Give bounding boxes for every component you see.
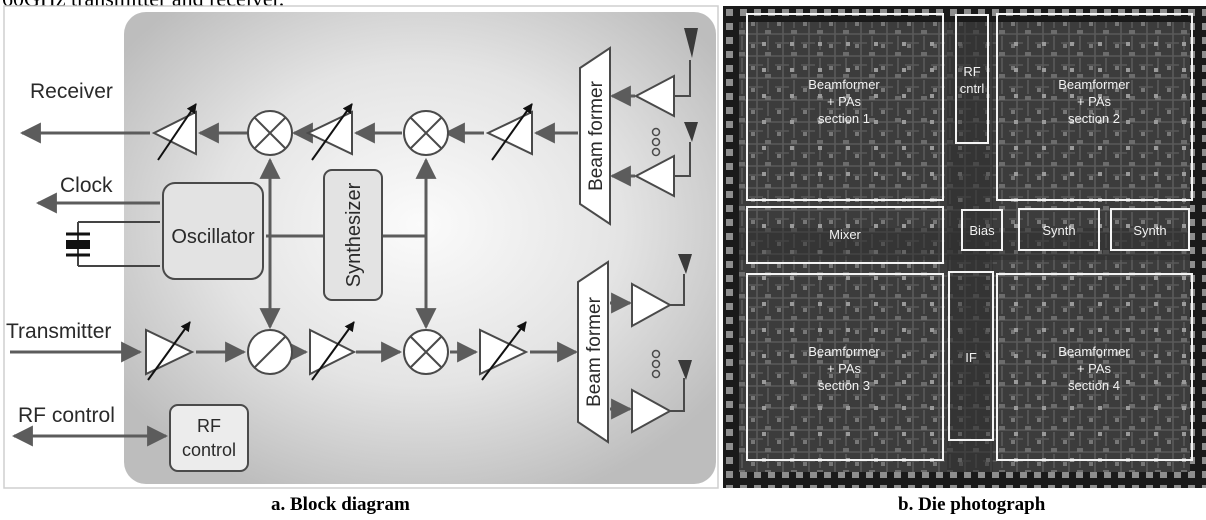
oscillator-label: Oscillator <box>171 226 255 248</box>
receiver-label: Receiver <box>30 80 113 103</box>
rf-control-block-line1: RF <box>197 416 221 436</box>
caption-die-photograph: b. Die photograph <box>898 494 1046 515</box>
rf-control-block-line2: control <box>182 440 236 460</box>
die-label-bias: Bias <box>969 223 995 238</box>
rf-control-block <box>169 404 249 472</box>
receiver-vga-3 <box>485 110 533 156</box>
die-region-beamformer-3 <box>746 273 944 461</box>
die-region-synth-1 <box>1018 208 1100 251</box>
antenna-icon <box>678 360 692 380</box>
die-label-if: IF <box>965 350 977 365</box>
antenna-icon <box>684 122 698 142</box>
die-region-if <box>948 271 994 441</box>
die-label-bf4-line3: section 4 <box>1068 378 1120 393</box>
die-label-bf4-line1: Beamformer <box>1058 344 1130 359</box>
oscillator-block <box>162 182 264 280</box>
die-label-bf2-line3: section 2 <box>1068 111 1120 126</box>
die-label-synth-2: Synth <box>1133 223 1166 238</box>
die-region-synth-2 <box>1110 208 1190 251</box>
block-diagram: Oscillator Synthesizer RF control Beam f… <box>3 5 719 489</box>
die-region-beamformer-1 <box>746 13 944 201</box>
rf-control-label: RF control <box>18 404 115 427</box>
die-photograph: Beamformer + PAs section 1 Beamformer + … <box>723 6 1206 488</box>
die-label-synth-1: Synth <box>1042 223 1075 238</box>
die-region-rf-cntrl <box>955 14 989 144</box>
die-label-rf-line1: RF <box>963 64 980 79</box>
clock-label: Clock <box>60 174 113 197</box>
die-label-bf1-line2: + PAs <box>827 94 862 109</box>
die-region-bias <box>961 209 1003 251</box>
receiver-vga-2 <box>305 110 353 156</box>
die-label-bf2-line1: Beamformer <box>1058 77 1130 92</box>
crystal-icon <box>66 221 160 267</box>
receiver-vga-1 <box>151 110 197 156</box>
transmitter-pa-top <box>631 282 673 328</box>
die-label-bf3-line1: Beamformer <box>808 344 880 359</box>
die-label-bf1-line1: Beamformer <box>808 77 880 92</box>
caption-block-diagram: a. Block diagram <box>271 494 410 515</box>
beam-former-bottom-label: Beam former <box>584 296 605 406</box>
die-region-beamformer-2 <box>996 13 1193 201</box>
synthesizer-label: Synthesizer <box>343 182 365 287</box>
die-label-rf-line2: cntrl <box>960 81 985 96</box>
die-label-bf2-line2: + PAs <box>1077 94 1112 109</box>
synthesizer-block <box>323 169 383 301</box>
transmitter-label: Transmitter <box>6 320 111 343</box>
transmitter-pa-bottom <box>631 388 673 434</box>
beam-former-top <box>579 46 611 226</box>
die-region-beamformer-4 <box>996 273 1193 461</box>
die-label-mixer: Mixer <box>829 227 861 242</box>
die-label-bf3-line3: section 3 <box>818 378 870 393</box>
die-region-mixer <box>746 206 944 264</box>
antenna-icon <box>678 254 692 274</box>
beam-former-top-label: Beam former <box>586 80 607 190</box>
die-label-bf3-line2: + PAs <box>827 361 862 376</box>
beam-former-bottom <box>577 260 609 444</box>
antenna-icon <box>684 28 698 58</box>
die-label-bf4-line2: + PAs <box>1077 361 1112 376</box>
die-label-bf1-line3: section 1 <box>818 111 870 126</box>
